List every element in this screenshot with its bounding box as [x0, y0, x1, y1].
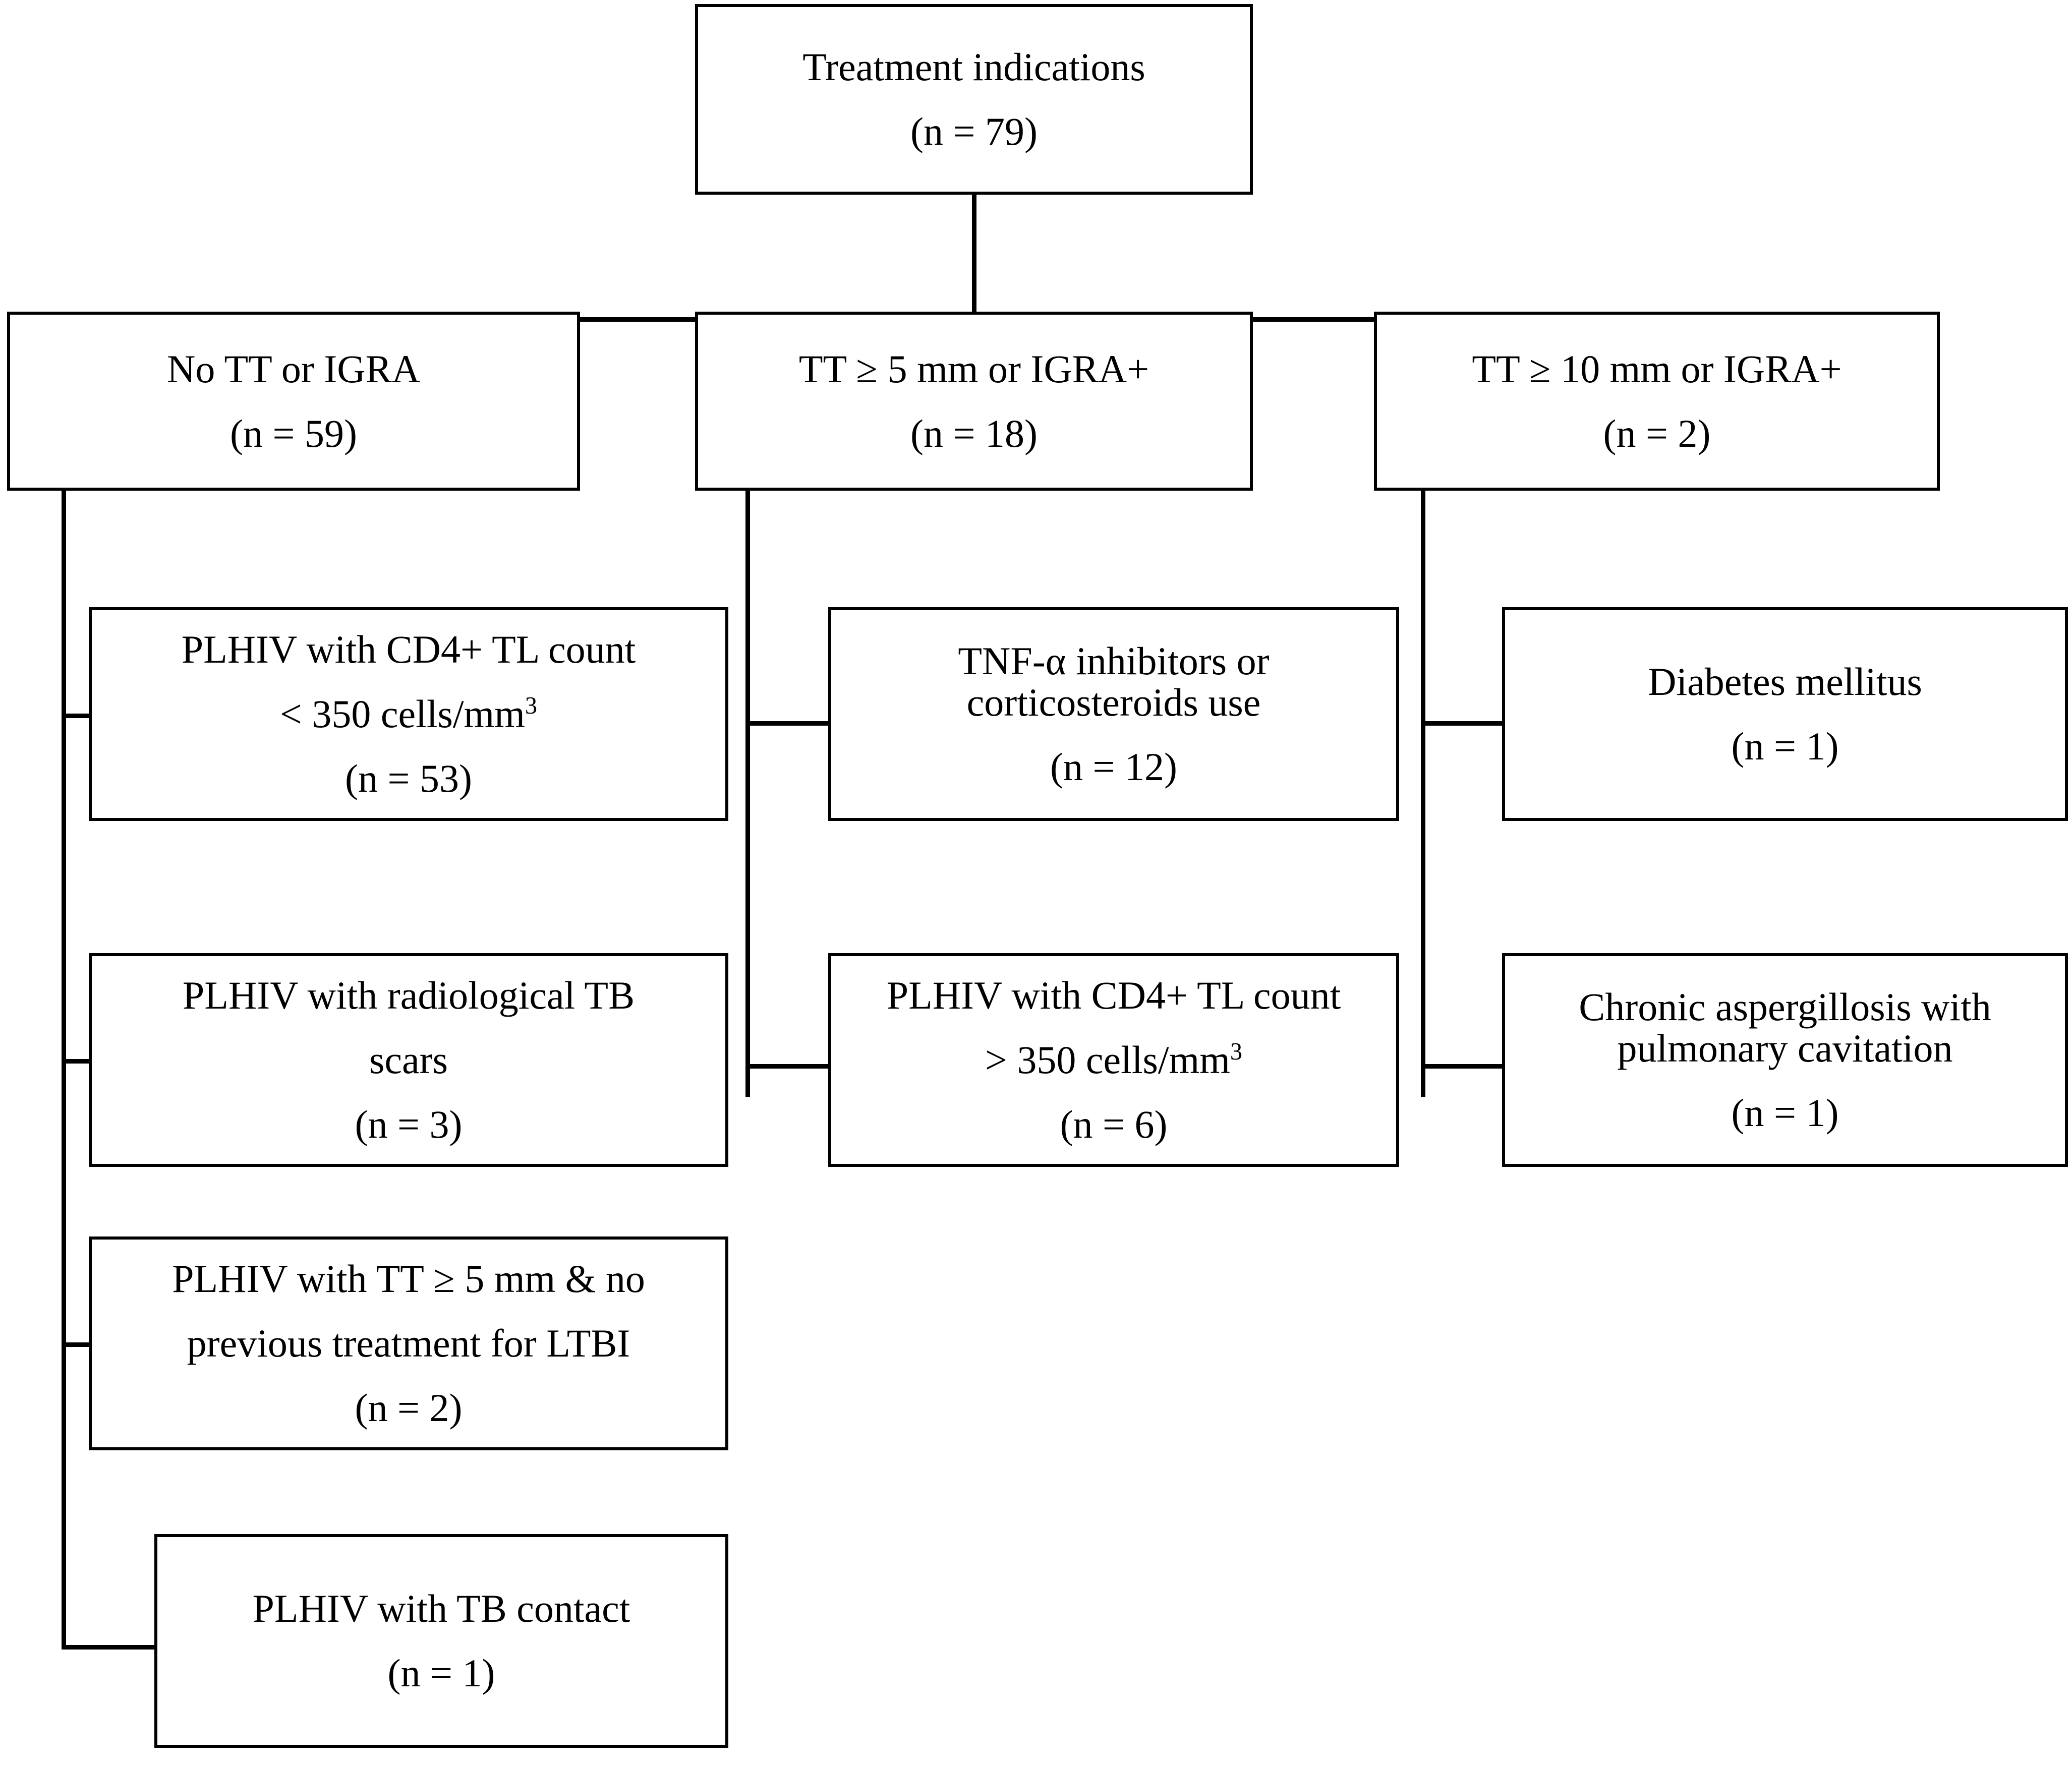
node-tt-ge-5mm-or-igra-pos: TT ≥ 5 mm or IGRA+ (n = 18) — [695, 312, 1253, 491]
node-treatment-indications: Treatment indications (n = 79) — [695, 4, 1253, 195]
node-count-line: (n = 2) — [355, 1385, 463, 1430]
branch-count-line: (n = 18) — [910, 411, 1038, 455]
branch-header-line: TT ≥ 10 mm or IGRA+ — [1472, 346, 1842, 391]
connector-stub-to-plhiv-cd4-below-350 — [62, 714, 92, 718]
connector-stub-to-diabetes-mellitus — [1421, 721, 1504, 726]
node-tt-ge-10mm-or-igra-pos: TT ≥ 10 mm or IGRA+ (n = 2) — [1374, 312, 1940, 491]
node-count-line: (n = 3) — [355, 1102, 463, 1146]
node-line-1: PLHIV with CD4+ TL count — [886, 973, 1341, 1018]
connector-spine-branch-2 — [745, 491, 750, 1097]
connector-root-trunk — [972, 195, 976, 321]
node-count-line: (n = 1) — [387, 1651, 495, 1695]
node-line-1: PLHIV with TB contact — [252, 1586, 630, 1631]
node-line-2-exponent: 3 — [525, 692, 538, 720]
node-line-1: Chronic aspergillosis with — [1579, 985, 1991, 1029]
node-line-2: corticosteroids use — [966, 680, 1261, 725]
node-line-2-text: > 350 cells/mm — [985, 1038, 1230, 1082]
branch-count-line: (n = 59) — [230, 411, 357, 455]
node-line-2: previous treatment for LTBI — [187, 1321, 630, 1366]
connector-stub-to-plhiv-radiological-tb-scars — [62, 1059, 92, 1064]
node-diabetes-mellitus: Diabetes mellitus (n = 1) — [1502, 607, 2068, 821]
branch-header-line: TT ≥ 5 mm or IGRA+ — [798, 346, 1149, 391]
node-title-line: Treatment indications — [802, 45, 1145, 89]
branch-count-line: (n = 2) — [1603, 411, 1711, 455]
node-plhiv-radiological-tb-scars: PLHIV with radiological TB scars (n = 3) — [89, 953, 728, 1167]
connector-spine-branch-1 — [62, 491, 66, 1649]
node-plhiv-cd4-below-350: PLHIV with CD4+ TL count < 350 cells/mm3… — [89, 607, 728, 821]
node-line-1: PLHIV with CD4+ TL count — [181, 627, 636, 672]
node-count-line: (n = 53) — [345, 756, 472, 800]
node-line-2: pulmonary cavitation — [1617, 1026, 1953, 1071]
connector-stub-to-plhiv-cd4-above-350 — [745, 1064, 831, 1069]
node-count-line: (n = 79) — [910, 109, 1038, 153]
node-chronic-aspergillosis-pulmonary-cavitation: Chronic aspergillosis with pulmonary cav… — [1502, 953, 2068, 1167]
node-count-line: (n = 1) — [1731, 724, 1839, 768]
node-line-2: scars — [369, 1038, 448, 1082]
node-plhiv-tb-contact: PLHIV with TB contact (n = 1) — [154, 1534, 728, 1748]
node-line-1: TNF-α inhibitors or — [958, 639, 1270, 683]
node-line-1: Diabetes mellitus — [1648, 660, 1922, 704]
node-count-line: (n = 12) — [1050, 744, 1177, 789]
node-line-2: < 350 cells/mm3 — [92, 693, 725, 735]
node-line-1: PLHIV with TT ≥ 5 mm & no — [172, 1257, 645, 1301]
connector-stub-to-plhiv-tb-contact — [62, 1645, 157, 1650]
node-line-1: PLHIV with radiological TB — [182, 973, 635, 1018]
node-line-2-text: < 350 cells/mm — [279, 692, 525, 736]
node-count-line: (n = 1) — [1731, 1090, 1839, 1135]
node-no-tt-or-igra: No TT or IGRA (n = 59) — [7, 312, 580, 491]
connector-stub-to-chronic-aspergillosis-pulmonary-cavitation — [1421, 1064, 1504, 1069]
connector-spine-branch-3 — [1421, 491, 1425, 1097]
connector-stub-to-plhiv-tt-5mm-no-prev-ltbi — [62, 1342, 92, 1347]
node-count-line: (n = 6) — [1060, 1102, 1168, 1146]
node-tnf-alpha-inhibitors-or-corticosteroids: TNF-α inhibitors or corticosteroids use … — [828, 607, 1399, 821]
node-line-2: > 350 cells/mm3 — [831, 1039, 1396, 1081]
node-line-2-exponent: 3 — [1230, 1038, 1243, 1066]
branch-header-line: No TT or IGRA — [167, 346, 420, 391]
connector-stub-to-tnf-alpha-inhibitors-or-corticosteroids — [745, 721, 831, 726]
node-plhiv-tt-5mm-no-prev-ltbi: PLHIV with TT ≥ 5 mm & no previous treat… — [89, 1237, 728, 1450]
node-plhiv-cd4-above-350: PLHIV with CD4+ TL count > 350 cells/mm3… — [828, 953, 1399, 1167]
